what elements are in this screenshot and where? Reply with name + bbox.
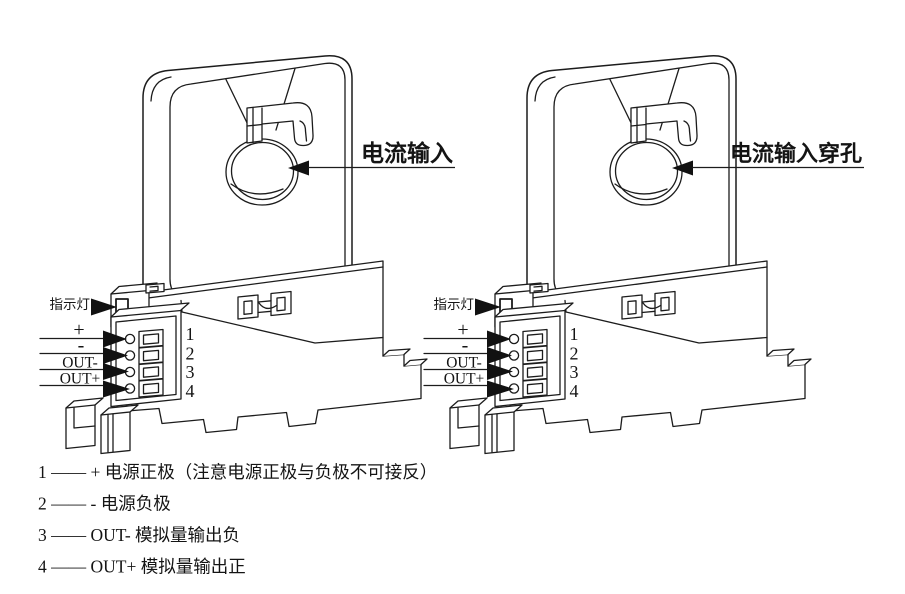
hole-callout-label: 电流输入 — [361, 140, 453, 167]
terminal-label-out-minus: OUT- — [446, 355, 482, 372]
terminal-number-1: 1 — [570, 324, 579, 344]
legend-line-3: 3 —— OUT- 模拟量输出负 — [38, 525, 240, 545]
terminal-number-2: 2 — [186, 344, 195, 364]
legend: 1 —— + 电源正极（注意电源正极与负极不可接反） 2 —— - 电源负极 3… — [38, 462, 437, 577]
terminal-number-3: 3 — [570, 362, 579, 382]
right-device-callouts: 电流输入穿孔 指示灯 + - OUT- OUT+ 1 2 3 4 — [434, 141, 864, 401]
indicator-label: 指示灯 — [434, 297, 475, 312]
terminal-number-3: 3 — [186, 362, 195, 382]
hole-callout-label: 电流输入穿孔 — [730, 141, 862, 167]
device-illustration-left — [39, 54, 428, 455]
legend-line-4: 4 —— OUT+ 模拟量输出正 — [38, 557, 246, 577]
left-device-callouts: 电流输入 指示灯 + - OUT- OUT+ 1 2 3 4 — [50, 140, 455, 401]
legend-line-2: 2 —— - 电源负极 — [38, 494, 171, 514]
terminal-number-1: 1 — [186, 324, 195, 344]
terminal-label-plus: + — [73, 319, 84, 341]
terminal-number-4: 4 — [570, 381, 579, 401]
terminal-number-2: 2 — [570, 344, 579, 364]
indicator-label: 指示灯 — [50, 297, 91, 312]
terminal-number-4: 4 — [186, 381, 195, 401]
terminal-label-plus: + — [457, 319, 468, 341]
terminal-label-out-plus: OUT+ — [444, 371, 485, 388]
device-illustration-right — [423, 54, 812, 455]
terminal-label-minus: - — [462, 335, 469, 357]
terminal-label-out-plus: OUT+ — [60, 371, 101, 388]
terminal-label-minus: - — [78, 335, 85, 357]
legend-line-1: 1 —— + 电源正极（注意电源正极与负极不可接反） — [38, 462, 437, 482]
terminal-label-out-minus: OUT- — [62, 355, 98, 372]
